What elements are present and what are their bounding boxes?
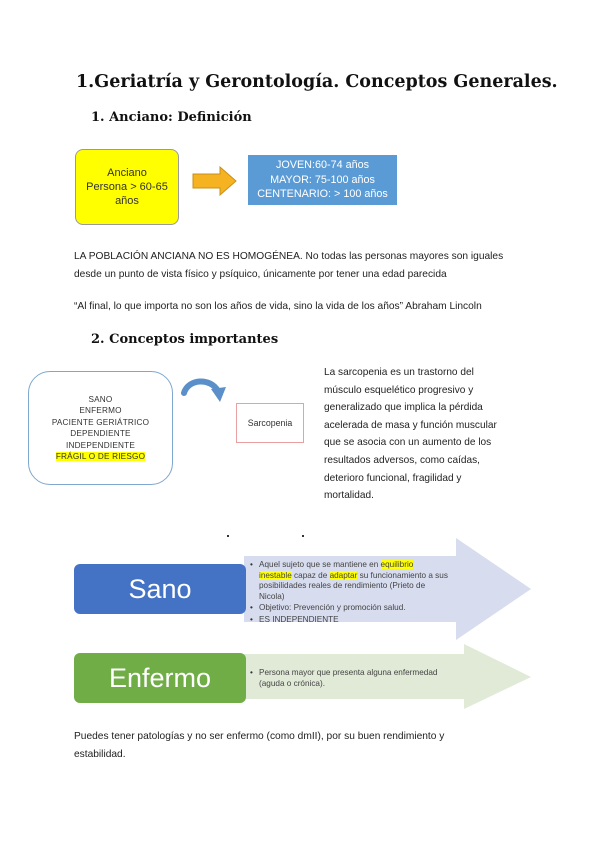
age-categories-box: JOVEN:60-74 años MAYOR: 75-100 años CENT… [248,155,397,205]
concept-item-highlighted: FRÁGIL O DE RIESGO [55,452,146,461]
footer-paragraph: Puedes tener patologías y no ser enfermo… [74,728,444,764]
category-joven: JOVEN:60-74 años [275,159,370,172]
concept-item: DEPENDIENTE [70,429,131,438]
highlight-adaptar: adaptar [329,570,358,580]
highlight-equilibrio: equilibrio [380,560,414,569]
paragraph-poblacion: LA POBLACIÓN ANCIANA NO ES HOMOGÉNEA. No… [74,248,503,284]
anciano-definition-box: Anciano Persona > 60-65 años [75,149,179,225]
text-fragment: Aquel sujeto que se mantiene en [259,560,381,569]
sano-label-box: Sano [74,564,246,614]
section-heading-conceptos: 2. Conceptos importantes [91,332,279,347]
page-title: 1.Geriatría y Gerontología. Conceptos Ge… [76,72,558,92]
divider-dot [227,535,229,537]
divider-dot [302,535,304,537]
text-fragment: posibilidades reales de rendimiento (Pri… [259,581,426,591]
sano-label: Sano [128,573,192,604]
category-mayor: MAYOR: 75-100 años [270,173,375,186]
sarcopenia-line: acelerada de masa y función muscular [324,419,497,431]
enfermo-label: Enfermo [108,662,212,693]
text-fragment: Persona mayor que presenta alguna enferm… [259,668,438,677]
lincoln-quote: “Al final, lo que importa no son los año… [74,301,482,312]
concept-item: SANO [88,394,113,404]
concepts-list-box: SANO ENFERMO PACIENTE GERIÁTRICO DEPENDI… [28,371,173,485]
sarcopenia-box: Sarcopenia [236,403,304,443]
sano-bullet-2: Objetivo: Prevención y promoción salud. [250,603,490,614]
concept-item: PACIENTE GERIÁTRICO [51,417,150,427]
sano-bullet-3: ES INDEPENDIENTE [250,615,490,626]
sano-bullet-1: Aquel sujeto que se mantiene en equilibr… [250,560,490,602]
text-fragment: su funcionamiento a sus [357,570,448,580]
sarcopenia-line: generalizado que implica la pérdida [324,402,483,414]
category-centenario: CENTENARIO: > 100 años [257,188,388,201]
highlight-inestable: inestable [259,570,292,580]
enfermo-description: Persona mayor que presenta alguna enferm… [250,668,490,689]
right-arrow-icon [192,166,237,196]
sarcopenia-definition: La sarcopenia es un trastorno del múscul… [324,364,524,505]
curved-arrow-icon [181,378,226,402]
anciano-line: Anciano [107,167,147,179]
concept-item: ENFERMO [79,406,122,415]
anciano-years-line: años [115,195,139,207]
paragraph-line: LA POBLACIÓN ANCIANA NO ES HOMOGÉNEA. No… [74,251,504,262]
sarcopenia-line: resultados adversos, como caídas, [324,454,480,466]
sarcopenia-line: La sarcopenia es un trastorno del [324,367,474,378]
text-fragment: (aguda o crónica). [259,678,325,688]
text-fragment: Nicola) [259,591,285,601]
paragraph-line: desde un punto de vista físico y psíquic… [74,269,447,280]
section-heading-anciano: 1. Anciano: Definición [91,110,252,125]
anciano-age-line: Persona > 60-65 [86,181,168,193]
sarcopenia-line: deterioro funcional, fragilidad y [324,472,462,484]
footer-line: estabilidad. [74,749,126,760]
enfermo-label-box: Enfermo [74,653,246,703]
sarcopenia-line: músculo esquelético progresivo y [324,384,474,396]
sano-description: Aquel sujeto que se mantiene en equilibr… [250,560,490,626]
footer-line: Puedes tener patologías y no ser enfermo… [74,731,445,742]
sarcopenia-line: mortalidad. [324,490,374,502]
sarcopenia-line: que se asocia con un aumento de los [324,437,492,449]
enfermo-bullet-1: Persona mayor que presenta alguna enferm… [250,668,490,689]
text-fragment: capaz de [291,570,330,580]
concept-item: INDEPENDIENTE [65,440,136,450]
